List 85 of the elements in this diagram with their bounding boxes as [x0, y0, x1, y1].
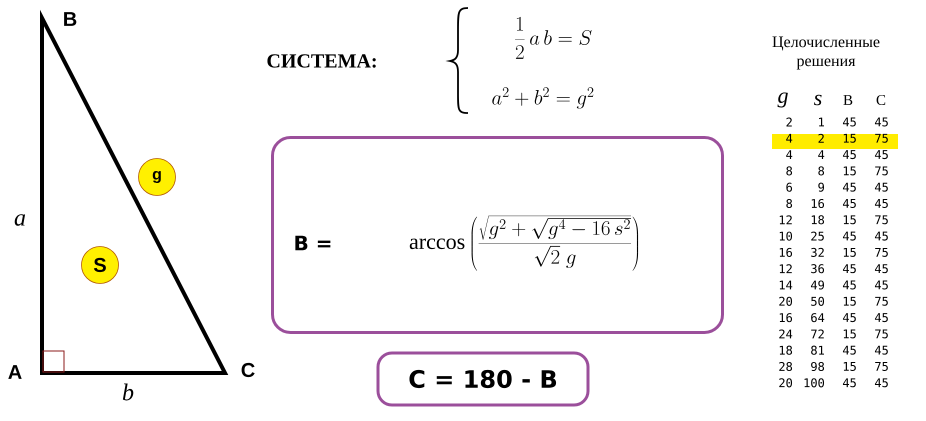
- table-cell: 28: [779, 362, 792, 372]
- table-cell: 15: [844, 166, 856, 176]
- table-cell: 2: [818, 134, 824, 143]
- equation: $a^{2}+b^{2}=g^{2}$: [492, 87, 594, 109]
- table-cell: 16: [780, 313, 792, 322]
- table-cell: 45: [842, 378, 856, 388]
- table-cell: 6: [786, 182, 792, 192]
- table-cell: 45: [842, 150, 856, 160]
- table-cell: 100: [804, 378, 824, 388]
- table-cell: 4: [818, 150, 824, 159]
- table-cell: 15: [844, 362, 856, 371]
- table-cell: 15: [844, 248, 856, 257]
- table-cell: 4: [786, 150, 792, 159]
- table-cell: 10: [780, 232, 792, 241]
- table-cell: 75: [875, 248, 888, 257]
- table-cell: 45: [874, 280, 888, 290]
- table-cell: 75: [875, 329, 888, 338]
- table-cell: 45: [842, 264, 856, 274]
- table-cell: 15: [844, 329, 856, 338]
- table-cell: 75: [875, 215, 888, 224]
- formula-text: B =: [295, 236, 330, 250]
- table-cell: 20: [779, 378, 792, 388]
- table-cell: 45: [874, 378, 888, 388]
- vertex-label: A: [8, 365, 22, 379]
- column-header: B: [843, 95, 852, 105]
- table-cell: 12: [780, 215, 792, 224]
- table-cell: 2: [786, 118, 792, 126]
- table-cell: 75: [875, 166, 888, 176]
- table-cell: 16: [812, 198, 824, 208]
- table-cell: 15: [844, 134, 856, 143]
- table-cell: 45: [874, 199, 888, 208]
- table-cell: 98: [811, 362, 824, 372]
- table-cell: 64: [811, 313, 824, 322]
- table-title: Целочисленные решения: [772, 36, 880, 70]
- table-cell: 45: [874, 232, 888, 241]
- table-cell: 45: [874, 150, 888, 160]
- table-cell: 45: [842, 199, 856, 208]
- table-cell: 45: [874, 264, 888, 274]
- column-header: C: [876, 94, 886, 106]
- table-cell: 1: [819, 118, 824, 126]
- table-cell: 32: [811, 248, 824, 257]
- table-cell: 81: [811, 346, 824, 355]
- table-cell: 75: [875, 296, 888, 306]
- table-cell: 75: [875, 134, 888, 143]
- table-cell: 18: [812, 215, 824, 224]
- column-header: g: [778, 92, 788, 108]
- table-cell: 24: [779, 329, 792, 338]
- table-cell: 8: [818, 166, 824, 176]
- formula: $\arccos\left(\frac{\sqrt{g^{2}+\sqrt{g^{4}-16\,s^{2}}}}{\sqrt{2}\;g}\right)$: [410, 216, 638, 271]
- table-cell: 15: [844, 215, 856, 224]
- table-cell: 45: [842, 313, 856, 322]
- table-cell: 20: [779, 296, 792, 306]
- formula-box: [271, 136, 724, 334]
- table-cell: 15: [844, 296, 856, 306]
- table-cell: 49: [810, 280, 824, 290]
- table-cell: 9: [818, 182, 824, 192]
- table-cell: 25: [811, 232, 824, 241]
- table-cell: 16: [780, 248, 792, 257]
- table-cell: 4: [786, 134, 792, 143]
- table-cell: 45: [874, 313, 888, 322]
- side-label: b: [122, 384, 134, 400]
- table-cell: 14: [780, 280, 792, 290]
- table-cell: 45: [874, 182, 888, 192]
- table-cell: 45: [842, 232, 856, 241]
- table-cell: 45: [842, 182, 856, 192]
- table-cell: 45: [842, 346, 856, 355]
- formula-box: C = 180 - B: [376, 352, 590, 406]
- heading: СИСТЕМА:: [267, 54, 376, 68]
- table-cell: 45: [874, 118, 888, 126]
- vertex-label: B: [64, 12, 76, 26]
- table-cell: 45: [842, 118, 856, 126]
- side-label: a: [14, 214, 26, 226]
- vertex-label: C: [242, 362, 255, 378]
- table-cell: 36: [811, 264, 824, 274]
- table-cell: 8: [786, 198, 792, 208]
- table-cell: 50: [811, 296, 824, 306]
- table-cell: 75: [875, 362, 888, 371]
- column-header: s: [814, 94, 822, 106]
- equation: $\frac{1}{2}\,a\,b = S$: [515, 16, 592, 59]
- table-cell: 18: [780, 346, 792, 355]
- table-cell: 45: [842, 280, 856, 290]
- table-cell: 45: [874, 346, 888, 355]
- table-cell: 8: [786, 166, 792, 176]
- table-cell: 12: [780, 264, 792, 274]
- table-cell: 72: [811, 329, 824, 338]
